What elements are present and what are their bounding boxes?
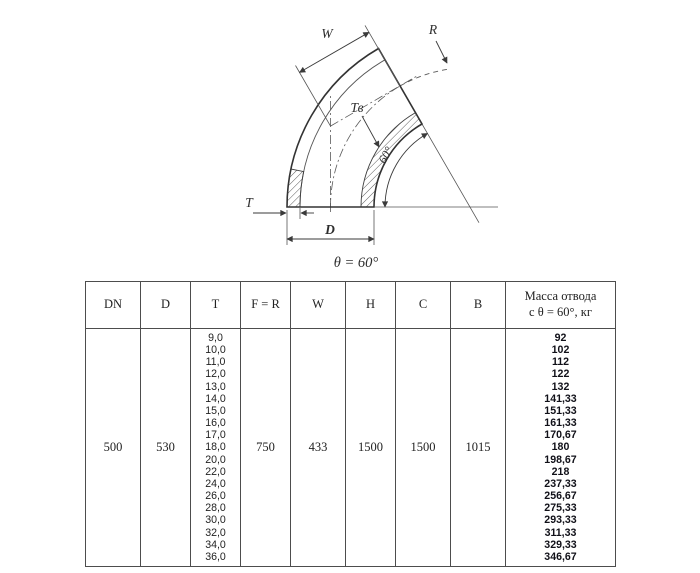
mass-value: 346,67 [544, 550, 577, 563]
mass-value: 180 [551, 441, 570, 454]
mass-value: 132 [551, 380, 570, 393]
col-header-c: C [395, 281, 451, 329]
dim-t: T [245, 195, 314, 219]
col-header-fr: F = R [240, 281, 291, 329]
col-header-dn: DN [85, 281, 141, 329]
w-ext-line-2 [364, 25, 401, 87]
radius-arc-dashed [399, 68, 451, 87]
col-header-h: H [345, 281, 396, 329]
cell-d: 530 [140, 328, 191, 567]
t-value: 11,0 [205, 356, 226, 369]
tv-leader-line [361, 115, 380, 148]
t-value: 12,0 [205, 368, 226, 381]
mass-value: 92 [554, 332, 567, 344]
dimensions-table-wrap: DN D T F = R W H C B Масса отвода с θ = … [85, 281, 616, 567]
t-value: 14,0 [205, 392, 226, 405]
col-header-b: B [450, 281, 506, 329]
t-value: 36,0 [205, 550, 226, 563]
dim-label-d: D [324, 222, 335, 237]
dim-label-t: T [245, 195, 254, 210]
dim-r: R [428, 22, 448, 64]
t-value: 34,0 [205, 538, 226, 551]
col-header-w: W [290, 281, 346, 329]
dim-angle-60: 60° [375, 133, 429, 208]
t-value: 22,0 [205, 465, 226, 478]
mass-value: 237,33 [544, 477, 577, 490]
elbow-outline [286, 47, 424, 208]
cell-fr: 750 [240, 328, 291, 567]
mass-value: 329,33 [544, 538, 577, 551]
t-value: 10,0 [205, 344, 226, 357]
mass-value: 293,33 [544, 514, 577, 527]
dim-label-r: R [428, 22, 438, 37]
mass-value: 256,67 [544, 490, 577, 503]
mass-value: 112 [551, 356, 570, 369]
t-value: 30,0 [205, 514, 226, 527]
elbow-drawing-area: 60° W R Тв T D θ = 60° [0, 0, 700, 280]
dim-label-w: W [321, 26, 334, 41]
wall-section-hatch-inner [360, 111, 423, 208]
w-dim-line [298, 31, 370, 73]
dim-w: W [295, 25, 401, 127]
table-header-row: DN D T F = R W H C B Масса отвода с θ = … [85, 281, 616, 329]
cell-dn: 500 [85, 328, 141, 567]
t-value: 18,0 [205, 441, 226, 454]
t-value: 9,0 [208, 332, 223, 344]
col-header-mass: Масса отвода с θ = 60°, кг [505, 281, 616, 329]
dim-tv: Тв [351, 100, 380, 148]
t-value: 28,0 [205, 502, 226, 515]
dimensions-table: DN D T F = R W H C B Масса отвода с θ = … [85, 281, 616, 567]
col-header-d: D [140, 281, 191, 329]
centerline-arc [330, 85, 401, 208]
t-value: 24,0 [205, 477, 226, 490]
t-value: 32,0 [205, 526, 226, 539]
t-value: 15,0 [205, 404, 226, 417]
cell-c: 1500 [395, 328, 451, 567]
t-value: 13,0 [205, 380, 226, 393]
cell-b: 1015 [450, 328, 506, 567]
col-header-t: T [190, 281, 241, 329]
theta-caption: θ = 60° [334, 255, 379, 271]
centerlines [330, 75, 418, 212]
mass-value: 141,33 [544, 392, 577, 405]
angle-arc [381, 133, 429, 208]
r-leader-line [435, 40, 448, 64]
t-value: 20,0 [205, 453, 226, 466]
mass-value: 170,67 [544, 429, 577, 442]
mass-value: 151,33 [544, 404, 577, 417]
mass-header-line1: Масса отвода [524, 289, 597, 304]
elbow-drawing: 60° W R Тв T D θ = 60° [245, 22, 498, 271]
cell-h: 1500 [345, 328, 396, 567]
mass-value: 198,67 [544, 453, 577, 466]
w-ext-line-1 [295, 65, 331, 127]
t-value: 26,0 [205, 490, 226, 503]
mass-value: 122 [551, 368, 570, 381]
dim-label-tv: Тв [351, 100, 364, 115]
mass-value: 218 [551, 465, 570, 478]
mass-value: 102 [551, 344, 570, 357]
t-value: 16,0 [205, 417, 226, 430]
mass-value: 275,33 [544, 502, 577, 515]
mass-value: 311,33 [544, 526, 577, 539]
dim-d: D [286, 210, 375, 245]
t-value: 17,0 [205, 429, 226, 442]
mass-value: 161,33 [544, 417, 577, 430]
mass-header-line2: с θ = 60°, кг [529, 305, 592, 319]
cell-w: 433 [290, 328, 346, 567]
